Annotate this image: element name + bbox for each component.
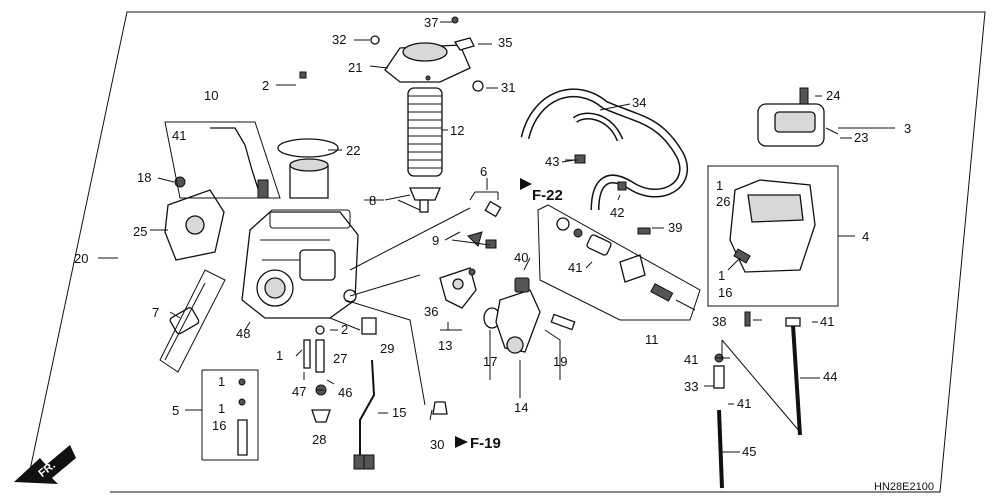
drain-tubes — [713, 311, 802, 489]
callout-2b: 2 — [341, 322, 348, 337]
float — [757, 103, 839, 147]
callout-24: 24 — [826, 88, 840, 103]
callout-16a: 16 — [212, 418, 226, 433]
callout-6: 6 — [480, 164, 487, 179]
callout-43: 43 — [545, 154, 559, 169]
callout-45: 45 — [742, 444, 756, 459]
vacuum-chamber-cover — [384, 42, 471, 83]
f19-arrow-icon — [455, 436, 468, 448]
ref-f19[interactable]: F-19 — [470, 435, 501, 452]
callout-15: 15 — [392, 405, 406, 420]
vent-hose-loop — [520, 88, 689, 211]
callout-26: 26 — [716, 194, 730, 209]
callout-18: 18 — [137, 170, 151, 185]
callout-34: 34 — [632, 95, 646, 110]
callout-2: 2 — [262, 78, 269, 93]
callout-41b: 41 — [568, 260, 582, 275]
throttle-stop-screw — [439, 267, 477, 309]
float-valve-assembly — [556, 217, 696, 311]
accelerator-pump — [483, 289, 541, 354]
callout-22: 22 — [346, 143, 360, 158]
diagram-frame — [29, 11, 986, 493]
callout-41c: 41 — [820, 314, 834, 329]
callout-1e: 1 — [718, 268, 725, 283]
callout-19: 19 — [553, 354, 567, 369]
callout-17: 17 — [483, 354, 497, 369]
callout-numbers: 10 2 41 18 25 20 7 48 1 1 16 5 1 2 27 47… — [74, 15, 911, 459]
callout-37: 37 — [424, 15, 438, 30]
callout-41: 41 — [172, 128, 186, 143]
callout-23: 23 — [854, 130, 868, 145]
float-chamber-gasket — [269, 209, 351, 229]
front-direction-arrow-icon — [14, 445, 76, 484]
callout-35: 35 — [498, 35, 512, 50]
callout-33: 33 — [684, 379, 698, 394]
air-cutoff-valve — [164, 282, 206, 361]
callout-11: 11 — [645, 332, 659, 347]
small-fasteners — [174, 16, 651, 456]
callout-39: 39 — [668, 220, 682, 235]
callout-32: 32 — [332, 32, 346, 47]
piston-valve — [409, 187, 441, 213]
callout-1d: 1 — [716, 178, 723, 193]
callout-9: 9 — [432, 233, 439, 248]
callout-38: 38 — [712, 314, 726, 329]
callout-4: 4 — [862, 229, 869, 244]
callout-30: 30 — [430, 437, 444, 452]
callout-44: 44 — [823, 369, 837, 384]
callout-5: 5 — [172, 403, 179, 418]
callout-1a: 1 — [218, 374, 225, 389]
callout-12: 12 — [450, 123, 464, 138]
callout-1c: 1 — [276, 348, 283, 363]
leader-lines — [98, 65, 895, 461]
callout-3: 3 — [904, 121, 911, 136]
callout-46: 46 — [338, 385, 352, 400]
f22-arrow-icon — [520, 178, 532, 190]
callout-13: 13 — [438, 338, 452, 353]
callout-16b: 16 — [718, 285, 732, 300]
callout-41e: 41 — [737, 396, 751, 411]
diagram-code: HN28E2100 — [874, 481, 934, 493]
callout-36: 36 — [424, 304, 438, 319]
ref-f22[interactable]: F-22 — [532, 187, 563, 204]
carburetor-body — [241, 211, 359, 319]
heater-wire — [353, 317, 377, 470]
callout-ticks — [157, 21, 852, 453]
callout-1b: 1 — [218, 401, 225, 416]
upper-left-tube — [210, 127, 269, 199]
callout-21: 21 — [348, 60, 362, 75]
accelerator-pump-cover — [164, 189, 225, 261]
callout-47: 47 — [292, 384, 306, 399]
callout-42: 42 — [610, 205, 624, 220]
callout-14: 14 — [514, 400, 528, 415]
float-pin — [799, 87, 809, 105]
callout-41d: 41 — [684, 352, 698, 367]
callout-27: 27 — [333, 351, 347, 366]
callout-29: 29 — [380, 341, 394, 356]
callout-20: 20 — [74, 251, 88, 266]
air-funnel — [277, 138, 339, 199]
callout-40: 40 — [514, 250, 528, 265]
callout-28: 28 — [312, 432, 326, 447]
callout-48: 48 — [236, 326, 250, 341]
diaphragm-spring-bellows — [407, 87, 443, 177]
drain-screw — [514, 277, 530, 293]
callout-7: 7 — [152, 305, 159, 320]
callout-25: 25 — [133, 224, 147, 239]
callout-10: 10 — [204, 88, 218, 103]
callout-31: 31 — [501, 80, 515, 95]
